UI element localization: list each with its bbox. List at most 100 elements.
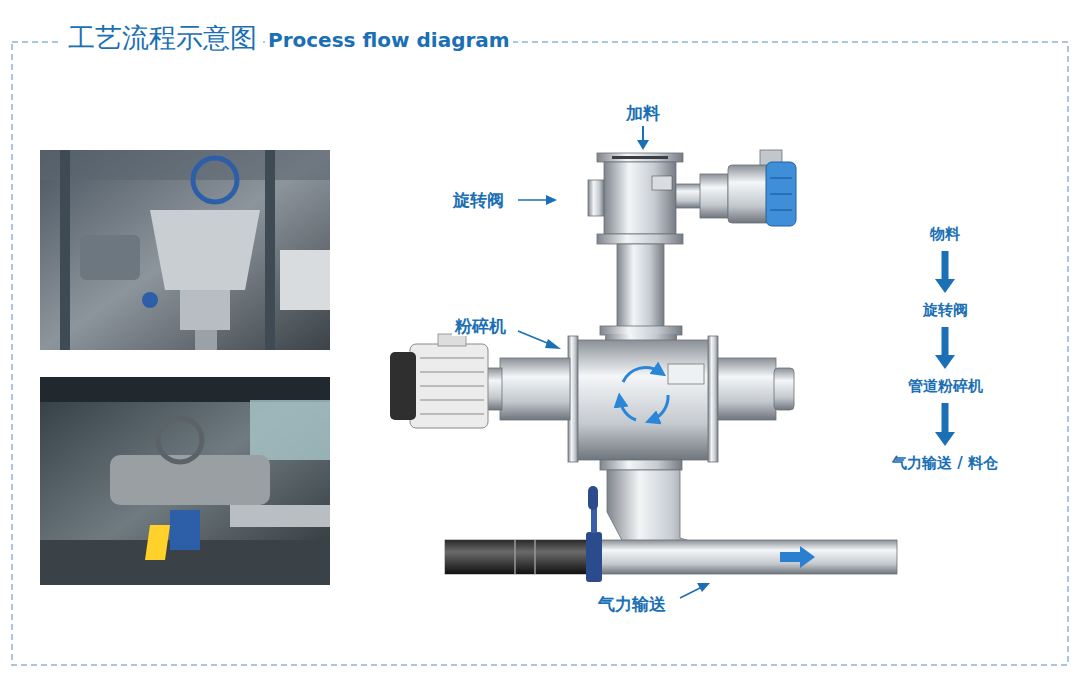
pipe-crusher-part	[420, 357, 484, 359]
page-title: 工艺流程示意图	[62, 22, 263, 54]
pipe-crusher-part	[420, 399, 484, 401]
arrow-shaft	[942, 251, 949, 280]
photo-top-part	[195, 330, 217, 350]
feed-label: 加料	[623, 103, 663, 123]
photo-top-part	[265, 150, 275, 350]
pipe-crusher-part	[774, 368, 794, 410]
photo-top-part	[60, 150, 70, 350]
pipe-crusher-part	[600, 460, 682, 470]
photo-bottom-part	[40, 377, 330, 402]
pipe-crusher-part	[575, 340, 715, 460]
pipe-crusher-part	[652, 395, 668, 420]
rotary-valve-part	[588, 180, 604, 216]
dashed-frame	[12, 42, 1068, 665]
rotary-valve-part	[604, 162, 676, 234]
rotary-valve-part	[676, 184, 702, 208]
pipe-crusher	[390, 334, 794, 470]
photo-top	[40, 150, 330, 350]
arrow-head	[935, 432, 955, 446]
photo-bottom-part	[145, 525, 170, 560]
photo-top-part	[40, 150, 330, 180]
leader-arrows-part	[518, 199, 548, 201]
conveying-pipe-part	[534, 540, 536, 574]
butterfly-valve-part	[588, 486, 598, 510]
step-text: 气力输送 / 料仓	[892, 454, 998, 472]
flow-step: 物料	[926, 223, 964, 245]
pipe-crusher-part	[623, 367, 660, 382]
rotary-valve-part	[770, 209, 792, 211]
dashed-frame-part	[12, 42, 1068, 665]
arrow-shaft	[942, 327, 949, 356]
photo-top-part	[40, 150, 330, 350]
rotary-valve-part	[597, 153, 683, 162]
butterfly-valve	[586, 486, 602, 582]
pipe-crusher-part	[718, 358, 776, 420]
photo-bottom-part	[250, 400, 330, 460]
photo-bottom	[40, 377, 330, 585]
conveying-pipe-part	[445, 540, 587, 574]
step-text: 旋转阀	[923, 301, 968, 319]
photo-top-part	[80, 235, 140, 280]
leader-arrows-part	[545, 339, 561, 349]
pipe-crusher-part	[420, 385, 484, 387]
rotary-valve-part	[597, 234, 683, 244]
leader-arrows-part	[546, 195, 557, 205]
conveying-label: 气力输送	[595, 594, 669, 614]
step-text: 管道粉碎机	[908, 377, 983, 395]
conveying-pipe-part	[780, 546, 815, 568]
crusher-label: 粉碎机	[452, 316, 509, 336]
rotary-valve-part	[700, 174, 728, 218]
pipe-crusher-part	[420, 371, 484, 373]
flow-arrow	[935, 251, 955, 293]
flow-step: 气力输送 / 料仓	[888, 452, 1002, 474]
flow-step: 管道粉碎机	[904, 375, 987, 397]
rotary-valve-part	[770, 193, 792, 195]
pipe-crusher-part	[708, 336, 718, 462]
butterfly-valve-part	[586, 532, 602, 582]
rotary-valve-part	[766, 162, 796, 226]
pipe-crusher-part	[500, 358, 570, 420]
pipe-crusher-part	[420, 413, 484, 415]
leader-arrows-part	[680, 587, 702, 598]
feed-pipe	[600, 244, 682, 335]
flow-arrow	[935, 327, 955, 369]
leader-arrows-part	[697, 583, 710, 592]
flow-arrow	[935, 403, 955, 446]
pipe-crusher-part	[390, 352, 416, 420]
photo-top-part	[280, 250, 330, 310]
rotary-valve-part	[770, 177, 792, 179]
photo-bottom-part	[40, 377, 330, 585]
flow-step: 旋转阀	[919, 299, 972, 321]
rotary-valve	[588, 150, 796, 244]
rotary-valve-part	[728, 165, 770, 223]
feed-pipe-part	[600, 326, 682, 335]
photo-bottom-part	[158, 418, 202, 462]
arrow-head	[935, 279, 955, 293]
conveying-pipe-part	[445, 540, 897, 574]
discharge-chute-part	[607, 470, 700, 544]
arrow-shaft	[942, 403, 949, 433]
photo-top-part	[142, 292, 158, 308]
conveying-pipe-part	[514, 540, 516, 574]
pipe-crusher-part	[410, 344, 488, 428]
discharge-chute	[607, 470, 700, 544]
leader-arrows-part	[637, 140, 649, 150]
leader-arrows-part	[642, 126, 644, 142]
feed-pipe-part	[617, 244, 664, 328]
subtitle: Process flow diagram	[265, 28, 513, 52]
photo-bottom-part	[170, 510, 200, 550]
photo-top-part	[150, 210, 260, 290]
photo-top-part	[193, 158, 237, 202]
leader-arrows	[518, 126, 710, 598]
pipe-crusher-part	[620, 400, 636, 420]
photo-bottom-part	[230, 505, 330, 527]
pipe-crusher-part	[668, 364, 704, 384]
rotary-valve-part	[652, 176, 672, 190]
photo-top-part	[180, 290, 230, 330]
photo-bottom-part	[110, 455, 270, 505]
rotary-valve-part	[612, 156, 668, 159]
conveying-pipe	[445, 540, 897, 574]
valve-label: 旋转阀	[450, 190, 507, 210]
